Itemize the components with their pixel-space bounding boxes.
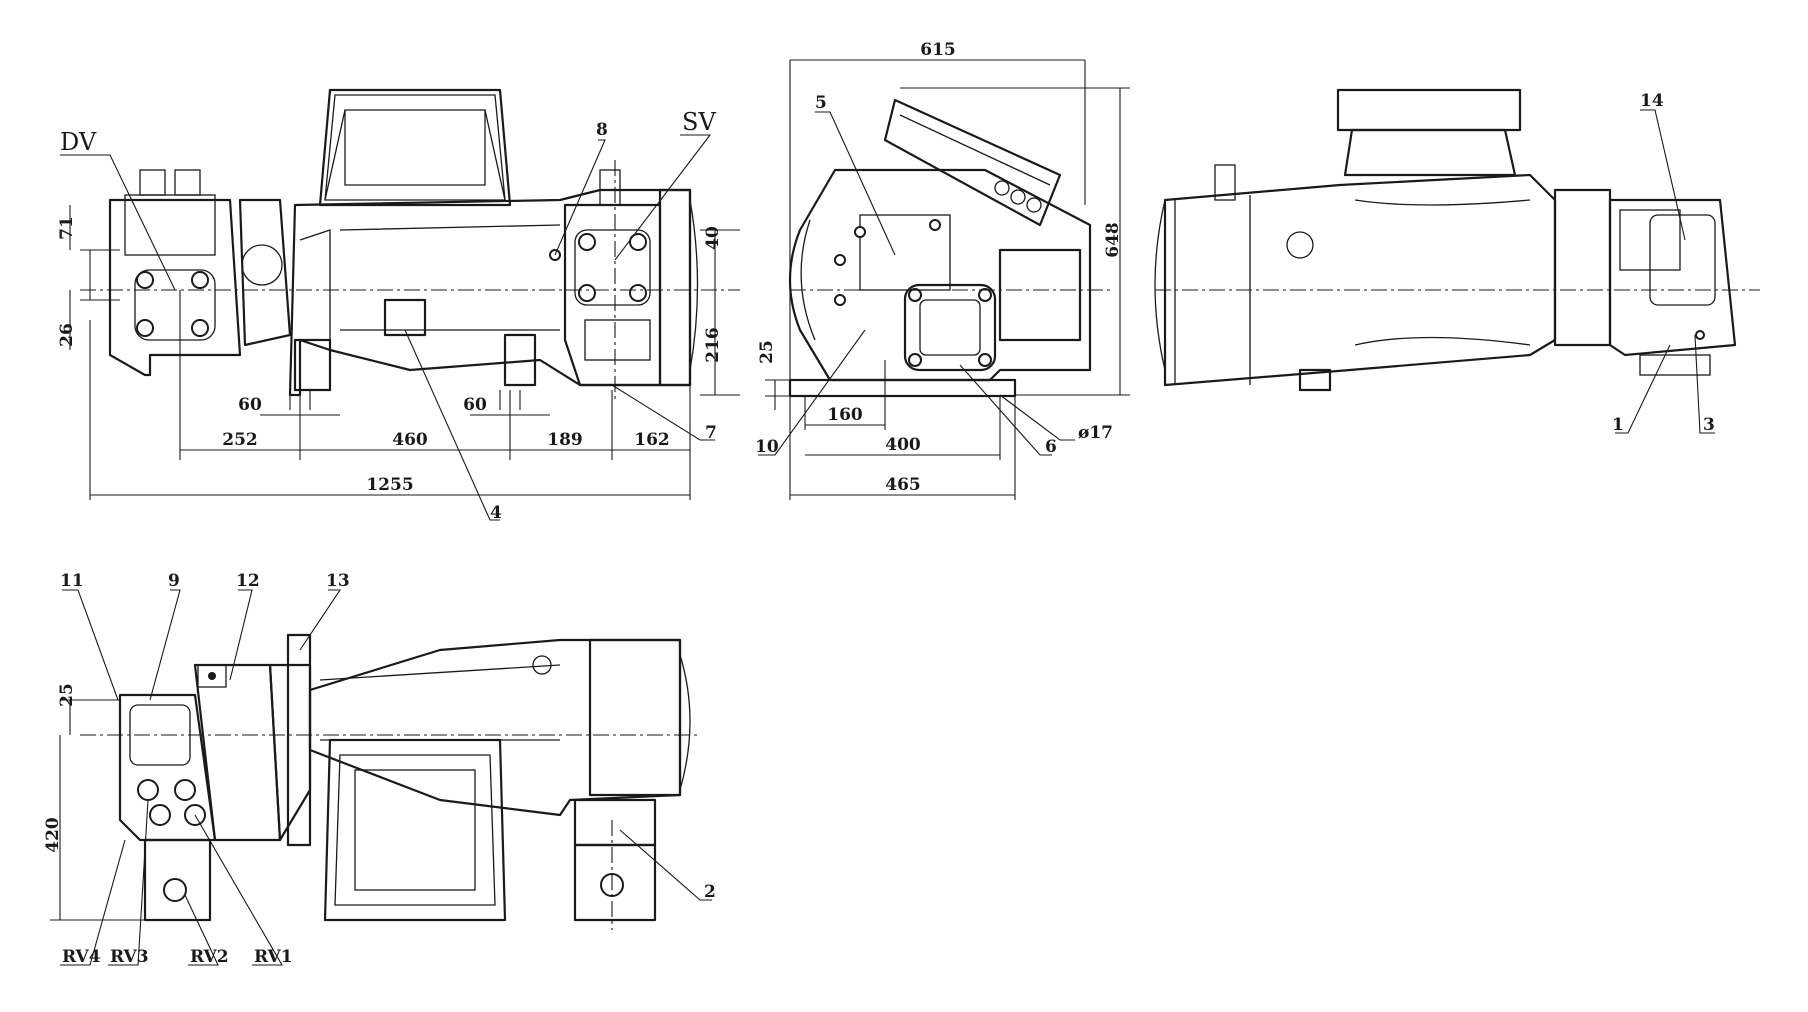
rear-main-body [1163,173,1557,387]
label-10: 10 [755,437,779,457]
dim-465: 465 [885,475,921,495]
dim-615: 615 [920,40,956,60]
dim-25-top: 25 [57,683,77,707]
label-4: 4 [490,503,502,523]
label-6: 6 [1045,437,1057,457]
dim-162: 162 [634,430,670,450]
dim-60-right: 60 [463,395,487,415]
label-11: 11 [60,571,84,591]
dim-460: 460 [392,430,428,450]
top-view-leaders: 11 9 12 13 2 RV4 RV3 RV2 RV1 [60,571,716,967]
top-suction-box [573,843,657,922]
front-suction-valve-block [563,203,662,387]
label-12: 12 [236,571,260,591]
front-view-leaders: DV SV 8 7 4 [60,108,717,523]
side-view-leaders: 5 10 6 ø17 [755,93,1113,457]
rear-view [1154,88,1760,392]
label-sv: SV [682,108,716,136]
label-13: 13 [326,571,350,591]
label-3: 3 [1703,415,1715,435]
dim-60-left: 60 [238,395,262,415]
top-terminal-box [323,738,507,922]
dim-26: 26 [57,323,77,347]
label-14: 14 [1640,91,1664,111]
dim-400: 400 [885,435,921,455]
label-rv4: RV4 [62,947,101,967]
label-2: 2 [704,882,716,902]
label-7: 7 [705,423,717,443]
front-discharge-valve-block [108,198,242,377]
rear-valve-block [1608,198,1737,357]
dim-189: 189 [547,430,583,450]
dim-160: 160 [827,405,863,425]
side-view [788,98,1110,398]
top-motor-housing [308,638,682,817]
dim-40: 40 [703,226,723,250]
front-view-dimensions: 71 26 40 216 60 60 252 460 189 162 1255 [57,205,740,500]
label-rv1: RV1 [254,947,293,967]
top-view [80,633,700,930]
label-1: 1 [1612,415,1624,435]
top-view-dimensions: 25 420 [43,683,145,921]
rear-view-leaders: 14 1 3 [1612,91,1715,435]
side-motor-housing [788,168,1092,382]
label-9: 9 [168,571,180,591]
label-dv: DV [60,128,97,156]
side-view-dimensions: 615 648 25 160 400 465 [757,40,1130,500]
rear-terminal-box [1336,88,1522,132]
dim-648: 648 [1103,222,1123,258]
label-8: 8 [596,120,608,140]
dim-216: 216 [703,327,723,363]
front-terminal-box [318,88,512,207]
label-rv3: RV3 [110,947,149,967]
label-5: 5 [815,93,827,113]
dim-252: 252 [222,430,258,450]
side-base-plate [788,378,1017,398]
dim-1255: 1255 [366,475,413,495]
front-view [80,88,740,400]
label-hole-dia-17: ø17 [1078,423,1113,443]
dim-420: 420 [43,817,63,853]
label-rv2: RV2 [190,947,229,967]
dim-71: 71 [57,216,77,240]
dim-25-side: 25 [757,340,777,364]
